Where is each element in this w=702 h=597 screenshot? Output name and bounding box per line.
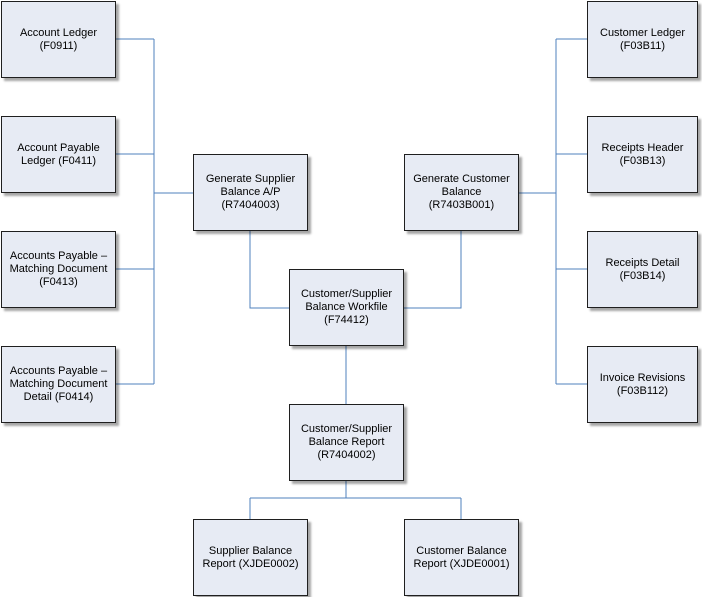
customer-ledger-box: Customer Ledger (F03B11) [587,1,698,78]
ap-matching-document-label: Accounts Payable – Matching Document (F0… [9,250,108,288]
receipts-detail-label: Receipts Detail (F03B14) [605,256,680,282]
generate-customer-balance-box: Generate Customer Balance (R7403B001) [404,154,519,231]
ap-matching-document-detail-label: Accounts Payable – Matching Document Det… [9,365,108,403]
customer-ledger-label: Customer Ledger (F03B11) [600,26,685,52]
customer-balance-report-box: Customer Balance Report (XJDE0001) [404,519,519,596]
supplier-balance-report-label: Supplier Balance Report (XJDE0002) [202,544,299,570]
receipts-header-box: Receipts Header (F03B13) [587,116,698,193]
account-ledger-box: Account Ledger (F0911) [1,1,116,78]
connector-customer-generate-to-workfile [404,231,462,309]
generate-supplier-balance-box: Generate Supplier Balance A/P (R7404003) [193,154,308,231]
connector-supplier-generate-to-workfile [249,231,289,309]
ap-matching-document-box: Accounts Payable – Matching Document (F0… [1,231,116,308]
generate-supplier-balance-label: Generate Supplier Balance A/P (R7404003) [205,173,296,211]
invoice-revisions-box: Invoice Revisions (F03B112) [587,346,698,423]
balance-report-box: Customer/Supplier Balance Report (R74040… [289,404,404,481]
account-ledger-label: Account Ledger (F0911) [19,26,98,52]
balance-workfile-label: Customer/Supplier Balance Workfile (F744… [300,288,393,326]
balance-report-label: Customer/Supplier Balance Report (R74040… [300,423,393,461]
account-payable-ledger-box: Account Payable Ledger (F0411) [1,116,116,193]
account-payable-ledger-label: Account Payable Ledger (F0411) [17,141,100,167]
invoice-revisions-label: Invoice Revisions (F03B112) [599,371,686,397]
customer-balance-report-label: Customer Balance Report (XJDE0001) [413,544,510,570]
generate-customer-balance-label: Generate Customer Balance (R7403B001) [413,173,510,211]
ap-matching-document-detail-box: Accounts Payable – Matching Document Det… [1,346,116,423]
supplier-balance-report-box: Supplier Balance Report (XJDE0002) [193,519,308,596]
receipts-header-label: Receipts Header (F03B13) [601,141,684,167]
receipts-detail-box: Receipts Detail (F03B14) [587,231,698,308]
balance-workfile-box: Customer/Supplier Balance Workfile (F744… [289,269,404,346]
